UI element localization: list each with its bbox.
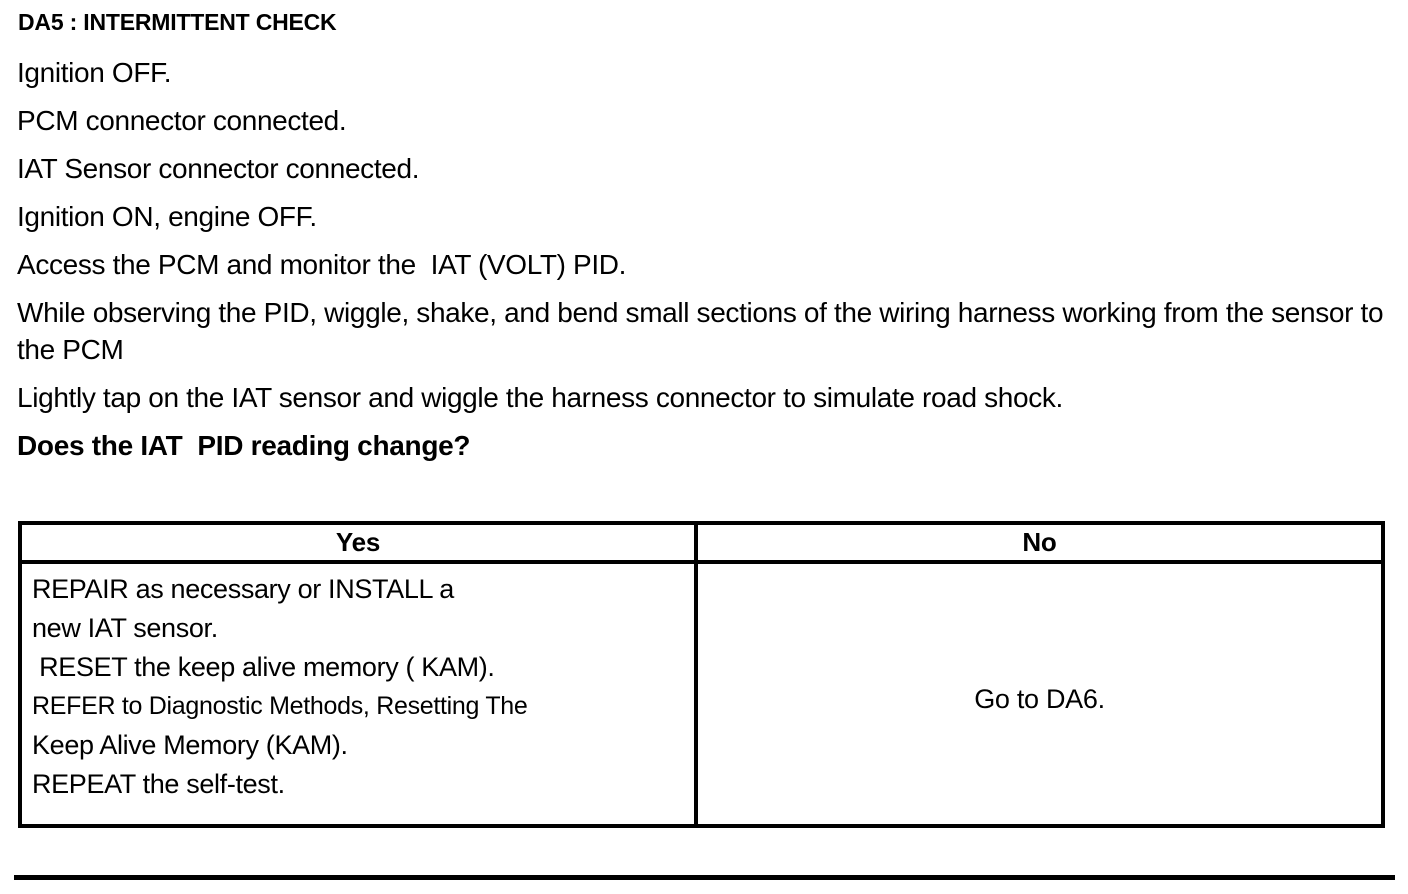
yes-action-list: REPAIR as necessary or INSTALL a new IAT… <box>22 564 694 804</box>
yes-action-line: new IAT sensor. <box>32 613 218 643</box>
procedure-step: Ignition OFF. <box>17 57 172 88</box>
no-action-text: Go to DA6. <box>974 684 1105 714</box>
procedure-step: IAT Sensor connector connected. <box>17 153 420 184</box>
procedure-step: While observing the PID, wiggle, shake, … <box>17 297 1391 365</box>
procedure-question: Does the IAT PID reading change? <box>17 430 471 461</box>
table-header-cell-no: No <box>698 525 1381 560</box>
yes-action-line: RESET the keep alive memory ( KAM). <box>32 652 495 682</box>
yes-action-line: REPEAT the self-test. <box>32 769 285 799</box>
yes-action-line: Keep Alive Memory (KAM). <box>32 730 348 760</box>
table-cell-yes-action: REPAIR as necessary or INSTALL a new IAT… <box>22 564 698 824</box>
table-header-cell-yes: Yes <box>22 525 698 560</box>
column-header-no: No <box>1022 527 1057 557</box>
table-row: REPAIR as necessary or INSTALL a new IAT… <box>22 564 1381 824</box>
table-cell-no-action: Go to DA6. <box>698 564 1381 824</box>
yes-action-line: REPAIR as necessary or INSTALL a <box>32 574 454 604</box>
procedure-step: Access the PCM and monitor the IAT (VOLT… <box>17 249 627 280</box>
yes-action-line: REFER to Diagnostic Methods, Resetting T… <box>32 692 528 720</box>
decision-table: Yes No REPAIR as necessary or INSTALL a … <box>18 521 1385 828</box>
procedure-step: Lightly tap on the IAT sensor and wiggle… <box>17 382 1063 413</box>
footer-divider <box>14 875 1395 880</box>
procedure-step-list: Ignition OFF. PCM connector connected. I… <box>17 54 1397 475</box>
procedure-step: PCM connector connected. <box>17 105 347 136</box>
procedure-step: Ignition ON, engine OFF. <box>17 201 317 232</box>
page-title: DA5 : INTERMITTENT CHECK <box>18 9 337 35</box>
no-action-wrapper: Go to DA6. <box>698 682 1381 716</box>
column-header-yes: Yes <box>335 527 381 557</box>
table-header-row: Yes No <box>22 525 1381 564</box>
